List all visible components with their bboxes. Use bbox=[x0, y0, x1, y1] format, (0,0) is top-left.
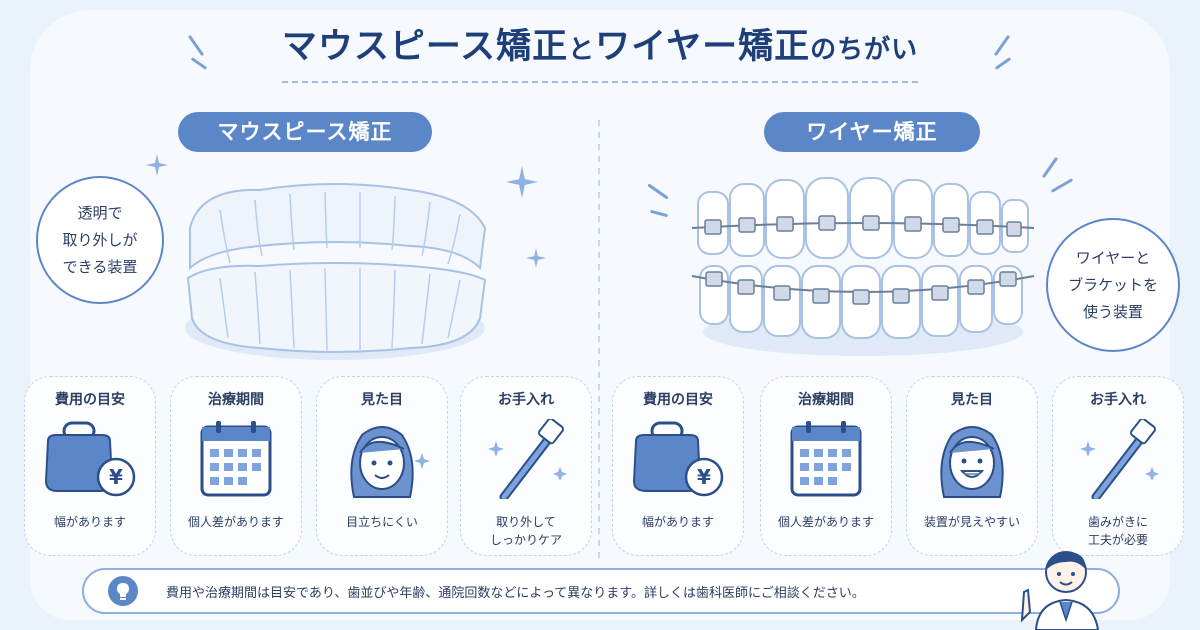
clear-aligner-illustration bbox=[185, 183, 487, 360]
right-speech-bubble: ワイヤーと ブラケットを 使う装置 bbox=[1046, 218, 1180, 352]
card-title: お手入れ bbox=[498, 392, 554, 408]
left-speech-bubble: 透明で 取り外しが できる装置 bbox=[36, 176, 164, 304]
card-desc: 取り外して しっかりケア bbox=[489, 515, 562, 547]
lightbulb-icon bbox=[108, 576, 138, 606]
coin-purse-icon: ¥ bbox=[632, 421, 724, 497]
card-desc: 個人差があります bbox=[187, 515, 284, 529]
left-card-cost: 費用の目安 ¥ 幅があります bbox=[24, 376, 156, 556]
svg-text:¥: ¥ bbox=[697, 465, 711, 489]
card-title: お手入れ bbox=[1090, 392, 1146, 408]
page-header: マウスピース矯正とワイヤー矯正のちがい bbox=[0, 18, 1200, 83]
calendar-icon bbox=[200, 421, 272, 497]
right-card-appearance: 見た目 装置が見えやすい bbox=[906, 376, 1038, 556]
card-title: 治療期間 bbox=[798, 392, 854, 408]
right-section-label: ワイヤー矯正 bbox=[764, 112, 980, 152]
card-title: 費用の目安 bbox=[55, 392, 125, 408]
svg-text:¥: ¥ bbox=[109, 465, 123, 489]
card-desc: 装置が見えやすい bbox=[923, 515, 1020, 529]
card-desc: 目立ちにくい bbox=[346, 515, 418, 529]
left-card-appearance: 見た目 目立ちにくい bbox=[316, 376, 448, 556]
sparkle-icon bbox=[146, 154, 168, 176]
sparkle-icon bbox=[526, 248, 546, 268]
sparkle-icon bbox=[506, 166, 538, 198]
card-title: 見た目 bbox=[361, 392, 403, 408]
page-title: マウスピース矯正とワイヤー矯正のちがい bbox=[281, 18, 919, 83]
card-desc: 幅があります bbox=[641, 515, 714, 529]
card-title: 見た目 bbox=[951, 392, 993, 408]
wire-braces-illustration bbox=[691, 177, 1035, 356]
right-card-care: お手入れ 歯みがきに 工夫が必要 bbox=[1052, 376, 1184, 556]
disclaimer-text: 費用や治療期間は目安であり、歯並びや年齢、通院回数などによって異なります。詳しく… bbox=[166, 585, 865, 601]
card-title: 治療期間 bbox=[208, 392, 264, 408]
left-card-period: 治療期間 個人差があります bbox=[170, 376, 302, 556]
card-desc: 歯みがきに 工夫が必要 bbox=[1087, 515, 1148, 547]
left-section-label: マウスピース矯正 bbox=[178, 112, 432, 152]
dentist-illustration bbox=[1020, 551, 1100, 630]
toothbrush-icon bbox=[1080, 419, 1159, 499]
disclaimer-note: 費用や治療期間は目安であり、歯並びや年齢、通院回数などによって異なります。詳しく… bbox=[82, 568, 1120, 614]
calendar-icon bbox=[790, 421, 862, 497]
woman-face-braces-icon bbox=[940, 426, 1004, 498]
right-card-period: 治療期間 個人差があります bbox=[760, 376, 892, 556]
right-card-cost: 費用の目安 ¥ 幅があります bbox=[612, 376, 744, 556]
woman-face-icon bbox=[350, 426, 430, 498]
left-card-care: お手入れ 取り外して しっかりケア bbox=[460, 376, 592, 556]
card-desc: 幅があります bbox=[53, 515, 126, 529]
coin-purse-icon: ¥ bbox=[44, 421, 136, 497]
card-desc: 個人差があります bbox=[777, 515, 874, 529]
card-title: 費用の目安 bbox=[643, 392, 713, 408]
toothbrush-icon bbox=[488, 419, 567, 499]
section-divider bbox=[598, 120, 600, 560]
